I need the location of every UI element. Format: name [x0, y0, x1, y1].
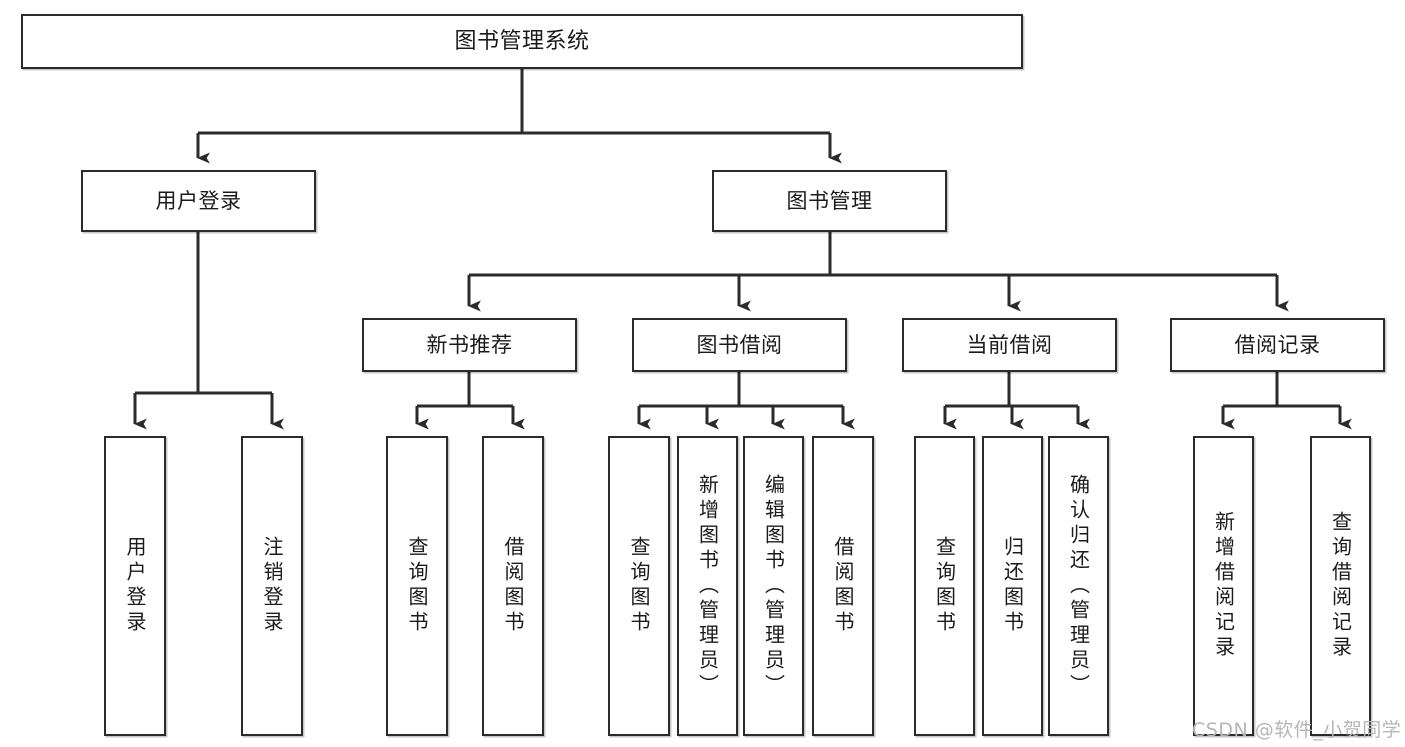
- node-borrow-record[interactable]: 借阅记录: [1170, 318, 1385, 372]
- node-leaf-user-login[interactable]: 用户登录: [104, 436, 166, 736]
- node-label: 查询图书: [405, 536, 429, 636]
- node-leaf-add-record[interactable]: 新增借阅记录: [1193, 436, 1254, 736]
- node-leaf-add-book[interactable]: 新增图书（管理员）: [677, 436, 738, 736]
- node-book-manage[interactable]: 图书管理: [712, 170, 947, 232]
- node-current-borrow[interactable]: 当前借阅: [902, 318, 1117, 372]
- node-leaf-confirm-return[interactable]: 确认归还（管理员）: [1048, 436, 1109, 736]
- node-leaf-edit-book[interactable]: 编辑图书（管理员）: [743, 436, 804, 736]
- node-book-borrow[interactable]: 图书借阅: [632, 318, 847, 372]
- node-leaf-query-record[interactable]: 查询借阅记录: [1310, 436, 1371, 736]
- csdn-watermark: CSDN @软件_小贺同学: [1192, 719, 1402, 741]
- node-label: 当前借阅: [966, 332, 1053, 357]
- node-label: 确认归还（管理员）: [1066, 473, 1091, 699]
- node-label: 借阅图书: [831, 536, 855, 636]
- node-leaf-borrow-book-rec[interactable]: 借阅图书: [482, 436, 544, 736]
- node-leaf-return-book[interactable]: 归还图书: [982, 436, 1043, 736]
- node-label: 新书推荐: [426, 332, 513, 357]
- node-new-book-rec[interactable]: 新书推荐: [362, 318, 577, 372]
- node-label: 图书管理系统: [454, 28, 590, 54]
- node-label: 新增借阅记录: [1211, 511, 1236, 661]
- node-leaf-query-book-rec[interactable]: 查询图书: [386, 436, 448, 736]
- node-label: 查询借阅记录: [1328, 511, 1353, 661]
- node-leaf-logout[interactable]: 注销登录: [241, 436, 303, 736]
- node-leaf-borrow-book[interactable]: 借阅图书: [812, 436, 874, 736]
- node-label: 归还图书: [1000, 536, 1025, 636]
- node-root-system[interactable]: 图书管理系统: [21, 14, 1023, 69]
- node-leaf-query-book-borrow[interactable]: 查询图书: [608, 436, 670, 736]
- node-label: 图书借阅: [696, 332, 783, 357]
- node-label: 编辑图书（管理员）: [761, 473, 786, 699]
- node-label: 用户登录: [155, 188, 242, 213]
- node-leaf-query-book-cur[interactable]: 查询图书: [914, 436, 975, 736]
- node-label: 新增图书（管理员）: [695, 473, 720, 699]
- node-label: 借阅图书: [501, 536, 525, 636]
- node-label: 借阅记录: [1234, 332, 1321, 357]
- node-label: 图书管理: [786, 188, 873, 213]
- node-user-login[interactable]: 用户登录: [81, 170, 316, 232]
- node-label: 查询图书: [932, 536, 957, 636]
- node-label: 注销登录: [260, 536, 284, 636]
- node-label: 用户登录: [123, 536, 147, 636]
- node-label: 查询图书: [627, 536, 651, 636]
